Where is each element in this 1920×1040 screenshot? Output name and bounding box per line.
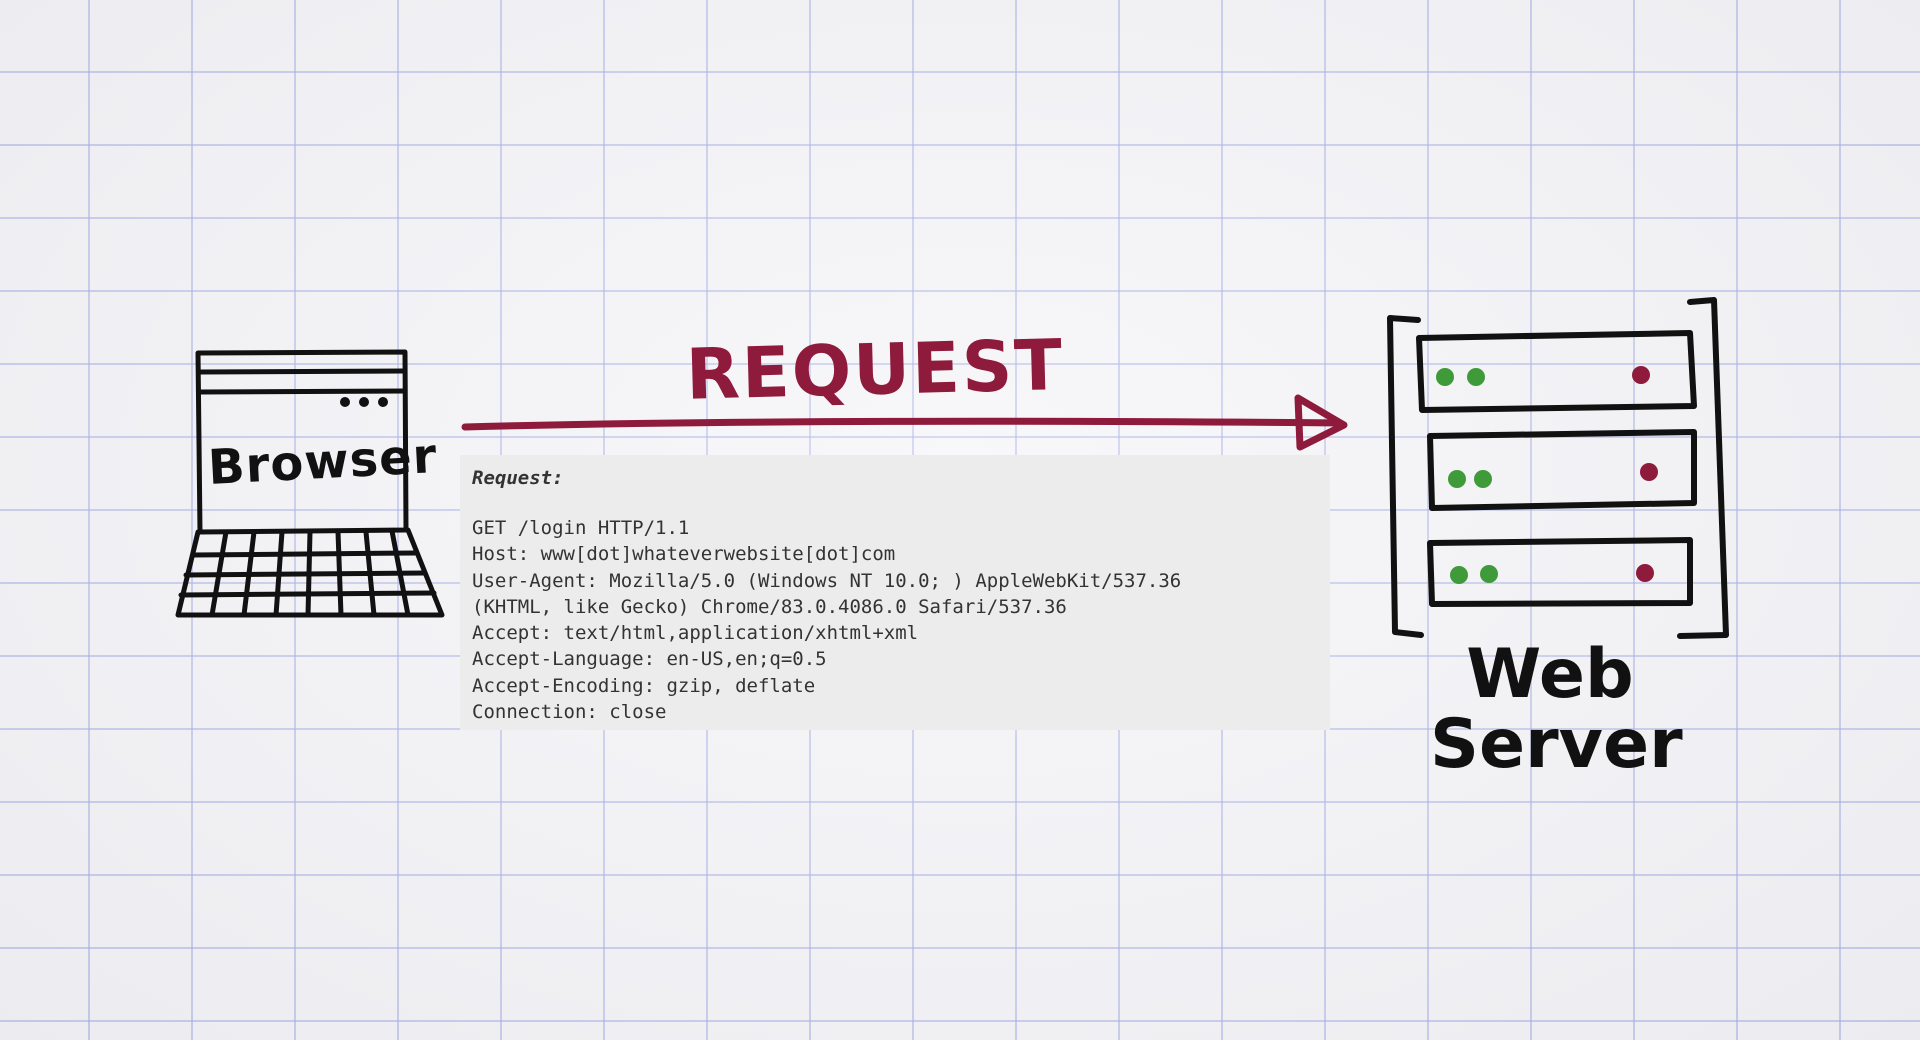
request-line: GET /login HTTP/1.1: [472, 517, 690, 539]
laptop-icon: [175, 349, 445, 618]
server-status-leds: [1436, 366, 1658, 584]
server-rack-icon: [1387, 297, 1729, 639]
arrow-right-icon: [461, 394, 1348, 451]
request-box-title: Request:: [472, 467, 564, 489]
web-server-label-line2: Server: [1430, 705, 1683, 784]
accept-language-header-line: Accept-Language: en-US,en;q=0.5: [472, 648, 827, 671]
web-server-label-line1: Web: [1466, 635, 1634, 714]
web-server-label: Web Server: [1430, 635, 1683, 784]
accept-header-line: Accept: text/html,application/xhtml+xml: [472, 622, 919, 645]
connection-header-line: Connection: close: [472, 701, 667, 724]
accept-encoding-header-line: Accept-Encoding: gzip, deflate: [472, 674, 816, 697]
http-request-box: Request: GET /login HTTP/1.1 Host: www[d…: [460, 455, 1330, 730]
user-agent-continuation-line: (KHTML, like Gecko) Chrome/83.0.4086.0 S…: [472, 595, 1067, 618]
browser-label: Browser: [206, 428, 439, 496]
host-header-line: Host: www[dot]whateverwebsite[dot]com: [472, 543, 896, 566]
request-arrow-label: REQUEST: [684, 323, 1066, 416]
user-agent-header-line: User-Agent: Mozilla/5.0 (Windows NT 10.0…: [472, 569, 1182, 592]
